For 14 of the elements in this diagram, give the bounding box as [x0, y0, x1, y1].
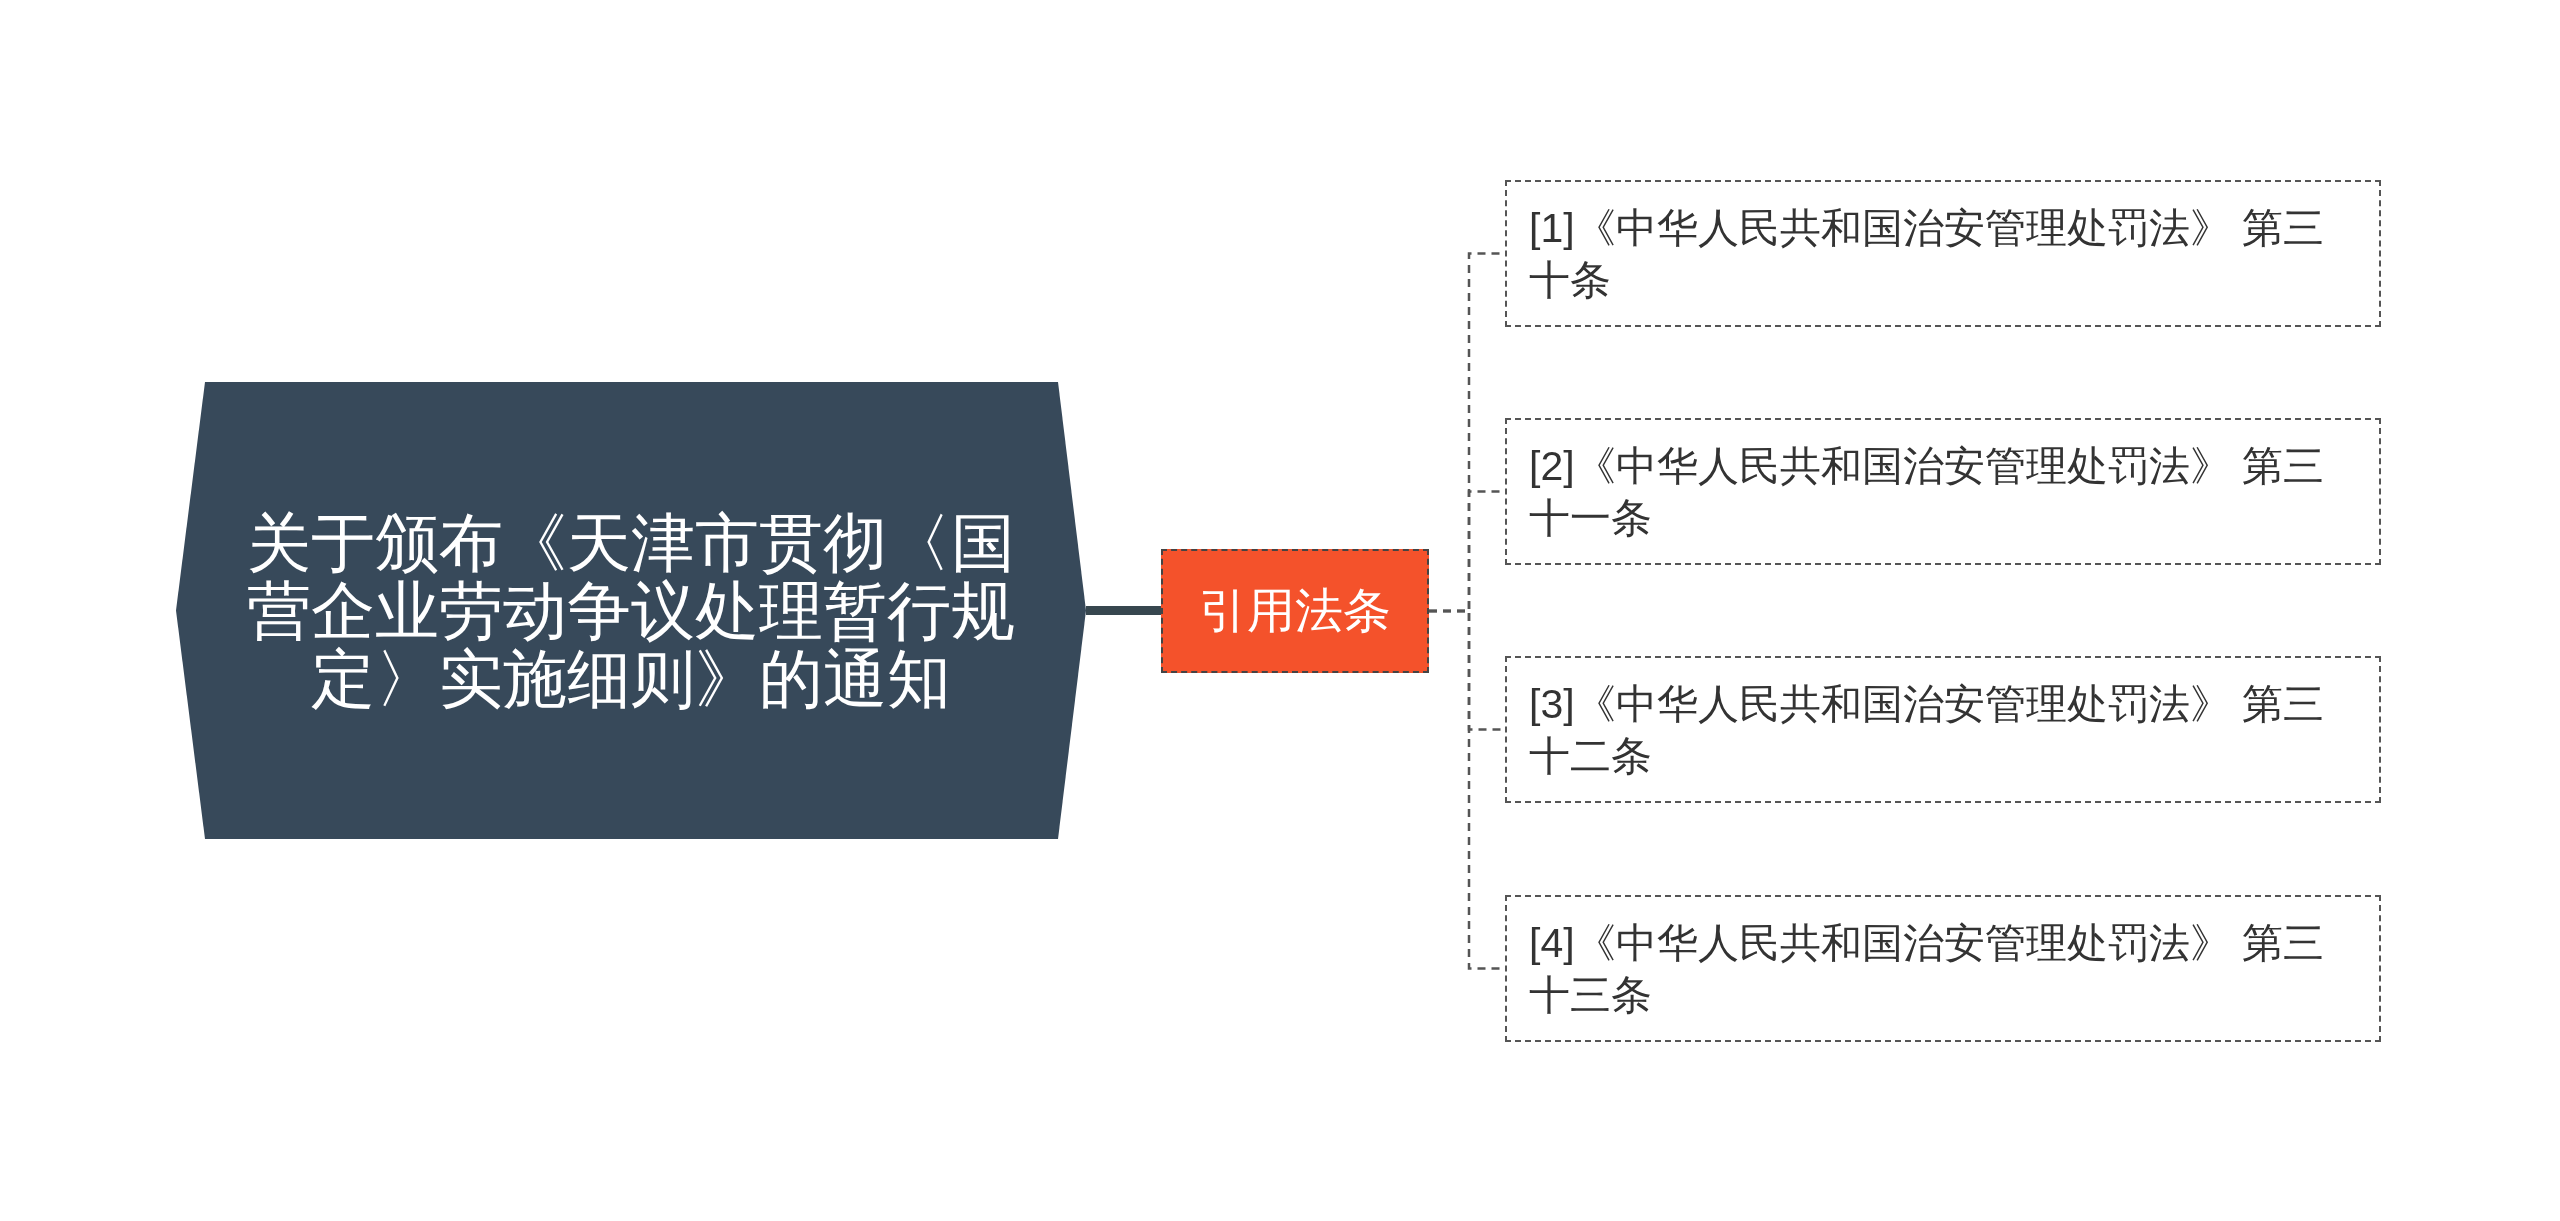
citation-box — [1505, 180, 2381, 327]
citation-text: [1]《中华人民共和国治安管理处罚法》 第三十条 — [1529, 203, 2325, 305]
category-text: 引用法条 — [1199, 583, 1391, 639]
citation-box — [1505, 418, 2381, 565]
category-box — [1161, 549, 1429, 673]
citation-box — [1505, 656, 2381, 803]
topic-text: 关于颁布《天津市贯彻〈国营企业劳动争议处理暂行规定〉实施细则》的通知 — [246, 508, 1016, 713]
citation-text: [2]《中华人民共和国治安管理处罚法》 第三十一条 — [1529, 441, 2325, 543]
connector-line — [1429, 609, 1505, 970]
connector-line — [1086, 606, 1161, 615]
citation-text: [4]《中华人民共和国治安管理处罚法》 第三十三条 — [1529, 918, 2325, 1020]
citation-box — [1505, 895, 2381, 1042]
citation-text: [3]《中华人民共和国治安管理处罚法》 第三十二条 — [1529, 679, 2325, 781]
topic-hexagon — [176, 382, 1086, 839]
